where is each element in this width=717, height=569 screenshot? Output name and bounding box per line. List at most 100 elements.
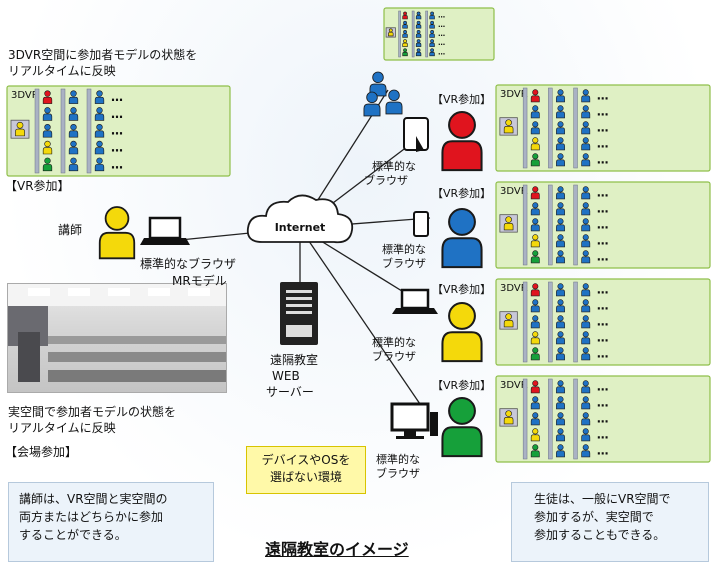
vr-panel-participant-icon — [581, 121, 591, 135]
vr-panel-participant-icon — [68, 157, 79, 172]
vr-panel-participant-icon — [581, 250, 591, 264]
vr-panel-participant-icon — [42, 123, 53, 138]
vr-panel-ellipsis: … — [597, 428, 609, 442]
vr-panel-participant-icon — [530, 380, 540, 394]
vr-panel-ellipsis: … — [597, 234, 609, 248]
vr-panel-participant-icon — [429, 20, 435, 29]
vr-panel-participant-icon — [68, 123, 79, 138]
group-person-3 — [385, 89, 403, 115]
vr-panel-participant-icon — [581, 299, 591, 313]
vr-panel-divider — [398, 10, 401, 58]
vr-panel-r1: 3DVR…………… — [495, 84, 711, 172]
browser-label-phone-2: ブラウザ — [382, 257, 426, 270]
vr-panel-divider — [548, 87, 553, 169]
vr-panel-divider — [86, 88, 92, 174]
vr-panel-participant-icon — [42, 140, 53, 155]
student-note-box: 生徒は、一般にVR空間で 参加するが、実空間で 参加することもできる。 — [511, 482, 709, 562]
vr-panel-participant-icon — [530, 105, 540, 119]
vr-panel-participant-icon — [429, 39, 435, 47]
smartphone-icon — [413, 211, 429, 237]
vr-panel-avatar-icon — [15, 121, 25, 137]
vr-panel-participant-icon — [402, 30, 408, 38]
vr-panels: 3DVR…………………………3DVR……………3DVR……………3DVR…………… — [6, 7, 711, 463]
diagram-title: 遠隔教室のイメージ — [265, 540, 409, 559]
vr-panel-participant-icon — [581, 347, 591, 361]
vr-panel-participant-icon — [530, 412, 540, 426]
vr-panel-participant-icon — [530, 347, 540, 361]
vr-panel-participant-icon — [68, 140, 79, 155]
vr-panel-ellipsis: … — [597, 153, 609, 167]
caption-vr-realtime-line2: リアルタイムに反映 — [8, 64, 116, 78]
note-right-line3: 参加することもできる。 — [534, 528, 666, 542]
browser-label-desktop-2: ブラウザ — [376, 467, 420, 480]
server-label-line1: 遠隔教室 — [270, 353, 319, 367]
caption-real-realtime-line2: リアルタイムに反映 — [8, 421, 116, 435]
vr-participation-label-r2: 【VR参加】 — [432, 187, 492, 200]
vr-panel-participant-icon — [581, 283, 591, 297]
vr-panel-participant-icon — [556, 331, 565, 345]
vr-panel-participant-icon — [415, 39, 422, 47]
vr-panel-participant-icon — [530, 234, 540, 248]
student-red-icon — [441, 110, 483, 172]
vr-panel-participant-icon — [556, 444, 565, 458]
vr-panel-participant-icon — [556, 186, 565, 200]
vr-panel-participant-icon — [415, 11, 422, 20]
vr-panel-participant-icon — [530, 153, 540, 167]
vr-panel-divider — [548, 281, 553, 363]
vr-panel-title: 3DVR — [11, 90, 39, 101]
vr-panel-participant-icon — [581, 105, 591, 119]
internet-cloud: Internet — [246, 194, 354, 244]
device-os-free-box: デバイスやOSを 選ばない環境 — [246, 446, 366, 494]
vr-panel-participant-icon — [556, 153, 565, 167]
vr-panel-participant-icon — [94, 90, 105, 104]
vr-panel-ellipsis: … — [597, 380, 609, 394]
vr-panel-ellipsis: … — [597, 202, 609, 216]
vr-panel-participant-icon — [530, 428, 540, 442]
laptop-icon-left — [140, 216, 190, 245]
vr-panel-participant-icon — [581, 396, 591, 410]
vr-panel-divider — [522, 87, 528, 169]
vr-panel-ellipsis: … — [111, 90, 123, 104]
vr-panel-participant-icon — [402, 48, 408, 57]
browser-label-phone-1: 標準的な — [382, 243, 426, 256]
vr-panel-participant-icon — [581, 234, 591, 248]
vr-panel-divider — [522, 184, 528, 266]
vr-panel-participant-icon — [530, 121, 540, 135]
browser-label-desktop-1: 標準的な — [376, 453, 420, 466]
note-right-line2: 参加するが、実空間で — [534, 510, 654, 524]
vr-panel-ellipsis: … — [597, 331, 609, 345]
browser-label-tablet-1: 標準的な — [372, 160, 416, 173]
vr-panel-participant-icon — [94, 157, 105, 172]
vr-panel-ellipsis: … — [597, 89, 609, 103]
vr-panel-participant-icon — [68, 107, 79, 121]
vr-panel-participant-icon — [429, 30, 435, 38]
tablet-icon — [403, 117, 429, 152]
vr-panel-avatar-icon — [503, 119, 514, 134]
vr-panel-ellipsis: … — [438, 30, 445, 38]
vr-panel-participant-icon — [556, 315, 565, 329]
mr-model-label: MRモデル — [172, 274, 227, 288]
web-server-icon — [280, 282, 318, 345]
vr-panel-top: …………… — [383, 7, 495, 61]
vr-panel-participant-icon — [42, 107, 53, 121]
vr-panel-r2: 3DVR…………… — [495, 181, 711, 269]
vr-panel-participant-icon — [530, 89, 540, 103]
vr-panel-participant-icon — [581, 444, 591, 458]
vr-panel-participant-icon — [530, 444, 540, 458]
vr-panel-ellipsis: … — [597, 412, 609, 426]
vr-panel-participant-icon — [530, 218, 540, 232]
vr-panel-ellipsis: … — [597, 315, 609, 329]
instructor-note-box: 講師は、VR空間と実空間の 両方またはどちらかに参加 することができる。 — [8, 482, 214, 562]
vr-panel-participant-icon — [581, 428, 591, 442]
vr-panel-participant-icon — [415, 20, 422, 29]
vr-panel-participant-icon — [530, 202, 540, 216]
vr-panel-divider — [522, 281, 528, 363]
caption-vr-realtime-line1: 3DVR空間に参加者モデルの状態を — [8, 48, 198, 62]
vr-panel-participant-icon — [581, 331, 591, 345]
vr-panel-left: 3DVR…………… — [6, 85, 231, 177]
vr-panel-ellipsis: … — [597, 105, 609, 119]
vr-panel-ellipsis: … — [597, 121, 609, 135]
vr-panel-ellipsis: … — [111, 140, 123, 154]
vr-panel-ellipsis: … — [597, 250, 609, 264]
